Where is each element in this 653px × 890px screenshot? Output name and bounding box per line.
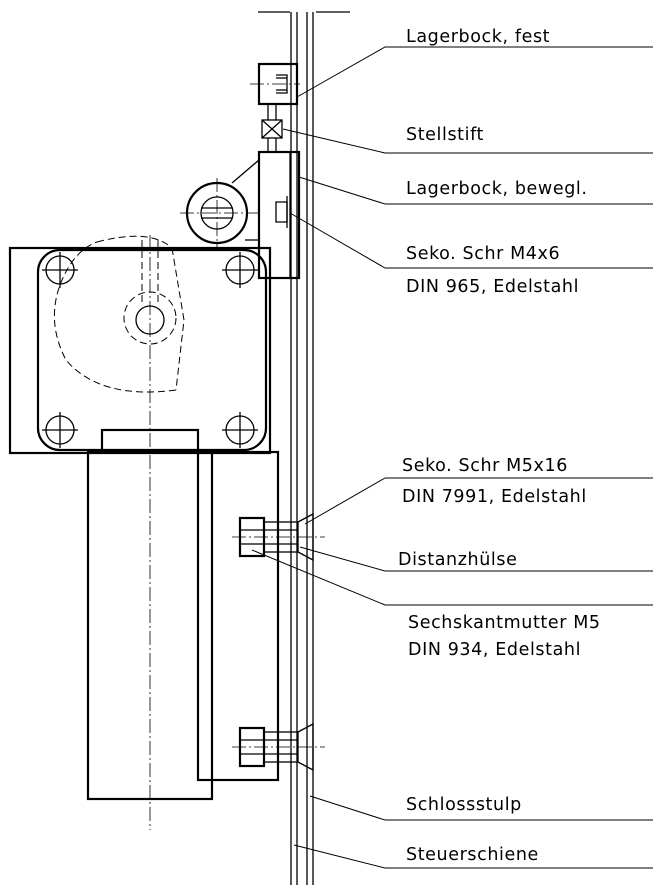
- lower-screw-assembly: [232, 722, 325, 772]
- motor-flange: [8, 246, 272, 455]
- label-seko-m5-line1: Seko. Schr M5x16: [402, 456, 568, 476]
- label-steuerschiene: Steuerschiene: [406, 845, 539, 865]
- upper-screw-assembly: [232, 512, 325, 562]
- label-schlossstulp: Schlossstulp: [406, 795, 522, 815]
- hidden-cam: [53, 235, 185, 830]
- label-stellstift: Stellstift: [406, 125, 484, 145]
- movable-bearing-block: [231, 150, 301, 280]
- label-seko-m4-line2: DIN 965, Edelstahl: [406, 277, 579, 297]
- label-sechskantmutter-line1: Sechskantmutter M5: [408, 613, 601, 633]
- label-lagerbock-bewegl: Lagerbock, bewegl.: [406, 179, 588, 199]
- pivot-eye: [180, 178, 260, 250]
- adjusting-pin: [261, 104, 283, 152]
- leader-lines: [251, 46, 653, 869]
- label-seko-m5-line2: DIN 7991, Edelstahl: [402, 487, 587, 507]
- motor-body: [86, 428, 280, 801]
- label-seko-m4-line1: Seko. Schr M4x6: [406, 244, 560, 264]
- label-sechskantmutter-line2: DIN 934, Edelstahl: [408, 640, 581, 660]
- label-lagerbock-fest: Lagerbock, fest: [406, 27, 550, 47]
- label-distanzhuelse: Distanzhülse: [398, 550, 517, 570]
- fixed-bearing-block: [250, 62, 300, 106]
